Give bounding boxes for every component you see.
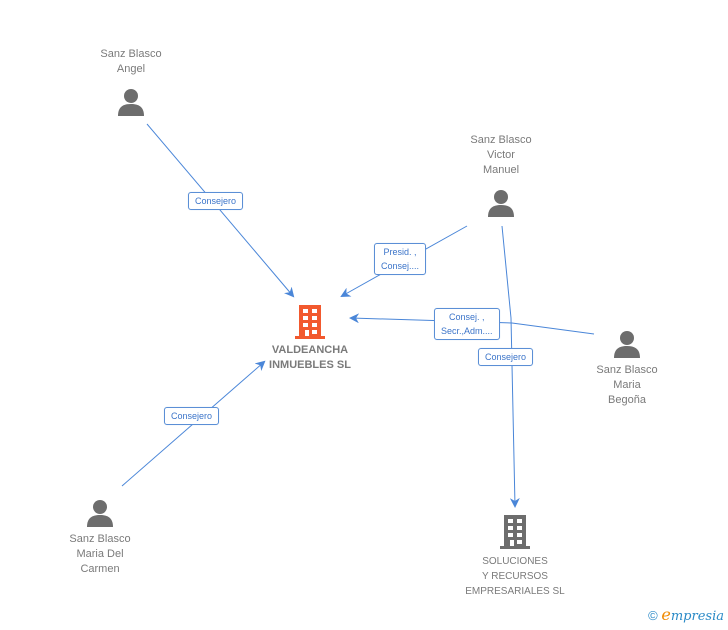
edge-victor-soluciones[interactable] bbox=[501, 225, 520, 508]
brand-logo: empresia bbox=[661, 605, 724, 624]
edge-label-text: Consejero bbox=[195, 196, 237, 206]
edge-label-text: Presid. , bbox=[383, 247, 417, 257]
person-icon bbox=[488, 190, 514, 217]
edge-label-text: Consejero bbox=[485, 352, 527, 362]
edge-label-angel-consejero[interactable]: Consejero bbox=[188, 192, 244, 210]
person-name-line: Begoña bbox=[608, 394, 646, 406]
company-name-line: Y RECURSOS bbox=[482, 571, 548, 582]
company-name-line: SOLUCIONES bbox=[482, 556, 548, 567]
person-icon bbox=[118, 89, 144, 116]
edge-begona-valdeancha[interactable] bbox=[349, 313, 595, 335]
edge-label-carmen-consejero[interactable]: Consejero bbox=[164, 407, 220, 425]
edge-label-text: Secr.,Adm.... bbox=[441, 326, 493, 336]
person-name-line: Manuel bbox=[482, 164, 520, 176]
edge-label-begona-valdeancha[interactable]: Consej. , Secr.,Adm.... bbox=[434, 308, 500, 340]
brand-initial: e bbox=[661, 605, 671, 624]
person-node-begona[interactable]: Sanz Blasco Maria Begoña bbox=[575, 329, 679, 408]
company-name-line: VALDEANCHA bbox=[271, 344, 349, 356]
edge-angel-valdeancha[interactable] bbox=[146, 123, 295, 298]
copyright-icon: © bbox=[648, 608, 658, 623]
person-node-victor[interactable]: Sanz Blasco Victor Manuel bbox=[449, 133, 553, 218]
edge-label-victor-soluciones[interactable]: Consejero bbox=[478, 348, 534, 366]
edge-label-text: Consej.... bbox=[381, 261, 420, 271]
edge-label-text: Consejero bbox=[171, 411, 213, 421]
person-name-line: Sanz Blasco bbox=[470, 134, 532, 146]
company-name-line: EMPRESARIALES SL bbox=[465, 586, 565, 597]
company-name-line: INMUEBLES SL bbox=[269, 359, 351, 371]
person-icon bbox=[87, 500, 113, 527]
person-name-line: Carmen bbox=[80, 563, 120, 575]
building-icon bbox=[500, 515, 530, 549]
edge-label-victor-valdeancha[interactable]: Presid. , Consej.... bbox=[374, 243, 427, 275]
person-name-line: Sanz Blasco bbox=[596, 364, 658, 376]
person-node-angel[interactable]: Sanz Blasco Angel bbox=[79, 47, 183, 117]
person-node-carmen[interactable]: Sanz Blasco Maria Del Carmen bbox=[48, 498, 152, 577]
person-name-line: Angel bbox=[116, 63, 146, 75]
person-name-line: Maria bbox=[613, 379, 641, 391]
company-node-soluciones[interactable]: SOLUCIONES Y RECURSOS EMPRESARIALES SL bbox=[455, 515, 575, 599]
person-name-line: Sanz Blasco bbox=[100, 48, 162, 60]
building-icon bbox=[295, 305, 325, 339]
person-name-line: Sanz Blasco bbox=[69, 533, 131, 545]
person-icon bbox=[614, 331, 640, 358]
empresia-brand: © empresia bbox=[648, 605, 724, 624]
person-name-line: Victor bbox=[487, 149, 515, 161]
brand-name: mpresia bbox=[670, 609, 724, 624]
company-node-valdeancha[interactable]: VALDEANCHA INMUEBLES SL bbox=[254, 305, 366, 373]
person-name-line: Maria Del bbox=[76, 548, 124, 560]
edge-label-text: Consej. , bbox=[449, 312, 485, 322]
